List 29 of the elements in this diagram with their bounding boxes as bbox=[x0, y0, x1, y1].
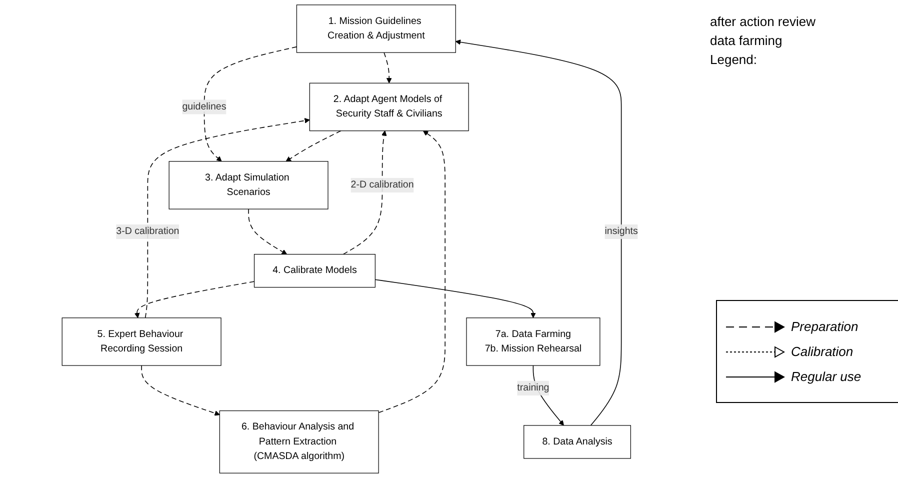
edge-label: insights bbox=[604, 226, 638, 237]
note-text: after action review bbox=[710, 14, 816, 29]
node-box: 6. Behaviour Analysis and Pattern Extraction (CMASDA algorithm) bbox=[219, 410, 379, 474]
legend-text: Calibration bbox=[791, 344, 854, 359]
arrow bbox=[374, 279, 536, 318]
arrow bbox=[342, 130, 387, 255]
node-box: 5. Expert Behaviour Recording Session bbox=[62, 318, 222, 366]
arrow bbox=[134, 281, 255, 318]
node-box: 2. Adapt Agent Models of Security Staff & Civilians bbox=[309, 82, 469, 132]
edge-label: training bbox=[517, 382, 550, 394]
arrow bbox=[204, 46, 298, 162]
legend-text: Preparation bbox=[791, 319, 858, 334]
node-box: 3. Adapt Simulation Scenarios bbox=[168, 161, 328, 210]
arrow bbox=[286, 130, 342, 162]
note-text: Legend: bbox=[710, 52, 758, 67]
edge-label: 3-D calibration bbox=[116, 226, 180, 237]
arrow bbox=[384, 52, 392, 84]
node-box: 1. Mission Guidelines Creation & Adjustment bbox=[296, 4, 456, 53]
arrow bbox=[248, 208, 288, 255]
node-box: 7a. Data Farming 7b. Mission Rehearsal bbox=[466, 318, 600, 366]
legend-text: Regular use bbox=[791, 369, 862, 384]
edge-label: guidelines bbox=[182, 101, 226, 112]
node-box: 4. Calibrate Models bbox=[254, 254, 376, 288]
arrow bbox=[141, 365, 220, 416]
arrow bbox=[144, 118, 310, 318]
node-box: 8. Data Analysis bbox=[524, 425, 631, 459]
arrow bbox=[378, 130, 446, 414]
note-text: data farming bbox=[710, 33, 784, 48]
edge-label: 2-D calibration bbox=[350, 180, 414, 190]
